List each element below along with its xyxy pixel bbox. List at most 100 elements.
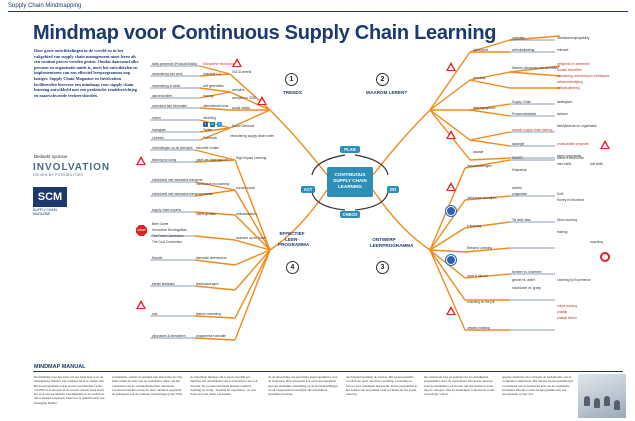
ontwerp-item: e-learning bbox=[467, 224, 481, 228]
manual-text: De mindmap voor het leren wil ons laten … bbox=[34, 375, 574, 417]
ontwerp-item: SMART bbox=[512, 156, 523, 160]
waarom-item: waarde bbox=[473, 150, 483, 154]
warning-sign-icon bbox=[257, 96, 267, 105]
waarom-item: zelfontwikkeling bbox=[512, 48, 534, 52]
effectief-item: verbindingen op de werkplek bbox=[152, 146, 193, 150]
ontwerp-item: coaching bbox=[590, 240, 603, 244]
trend-item: Social Dilemma bbox=[232, 124, 254, 128]
effectief-item: Involvation Burningelbas bbox=[152, 228, 187, 232]
ontwerp-item: Tai sette fase bbox=[512, 218, 531, 222]
effectief-item: eerste feedback bbox=[152, 282, 175, 286]
waarom-item: bedrijfskeuze en organisatie bbox=[557, 124, 597, 128]
act-node[interactable]: ACT bbox=[301, 186, 315, 193]
effectief-item: pijnpunten & leerdoelen bbox=[152, 334, 186, 338]
waarom-item: Personeelsintake bbox=[512, 112, 536, 116]
effectief-item: High Impact Learning bbox=[236, 156, 266, 160]
effectief-item: individueel met intrinsieke leerprogramm… bbox=[152, 192, 213, 196]
direction-sign-icon bbox=[446, 255, 456, 265]
manual-divider bbox=[33, 371, 623, 372]
ontwerp-item: individuele leerstijlen bbox=[467, 196, 496, 200]
warning-sign-icon bbox=[136, 300, 146, 309]
waarom-item: zelfactualisering bbox=[557, 86, 580, 90]
trend-item: VUCA-wereld bbox=[232, 70, 251, 74]
twitter-icon: t bbox=[217, 122, 222, 127]
ontwerp-item: Blended Learning bbox=[467, 246, 492, 250]
waarom-item: strategisch bbox=[557, 100, 572, 104]
effectief-item: programma evaluatie bbox=[196, 334, 226, 338]
ontwerp-item: Honey en Mumford bbox=[557, 198, 584, 202]
waarom-item: sociale behoeften bbox=[557, 68, 582, 72]
section-1-number: 1 bbox=[285, 73, 298, 86]
waarom-item: inzetbaar/employability bbox=[557, 36, 589, 40]
ontwerp-item: Micro learning bbox=[557, 218, 577, 222]
person-silhouette bbox=[604, 396, 610, 406]
effectief-item: feedbackvragen bbox=[196, 282, 219, 286]
trend-item: Facebook bbox=[203, 136, 217, 140]
trend-item: zelf generaties bbox=[203, 84, 224, 88]
section-4-number: 4 bbox=[286, 261, 299, 274]
person-silhouette bbox=[584, 396, 590, 406]
effectief-item: learning by doing bbox=[152, 158, 176, 162]
trend-item: reizen bbox=[152, 116, 161, 120]
waarom-item: Supply Chain bbox=[512, 100, 531, 104]
effectief-item: learner marketing bbox=[196, 312, 221, 316]
section-2-title[interactable]: WAAROM LEREN? bbox=[366, 90, 407, 96]
classroom-photo bbox=[578, 374, 626, 418]
manual-column: het onderzoek-fase en gebruik van de ont… bbox=[424, 375, 496, 417]
trend-item: Linkedin bbox=[152, 136, 164, 140]
ontwerp-item: hard skills bbox=[557, 162, 571, 166]
effectief-item: Beer Game bbox=[152, 222, 168, 226]
warning-sign-icon bbox=[446, 130, 456, 139]
trend-item: skills gewenste (ProductDividia) bbox=[152, 62, 197, 66]
waarom-item: werkklap bbox=[473, 76, 486, 80]
effectief-item: opties gedaan bbox=[196, 212, 216, 216]
ontwerp-item: activist bbox=[512, 186, 522, 190]
manual-column: de vrijwillige bijdrage om te leren vers… bbox=[190, 375, 262, 417]
section-3-title[interactable]: ONTWERP LEERPROGRAMMA bbox=[370, 237, 398, 248]
effectief-item: behoefte creatie bbox=[196, 146, 219, 150]
waarom-item: tactisch bbox=[557, 112, 568, 116]
ontwerp-item: online training bbox=[557, 304, 577, 308]
effectief-item: supply chain experts bbox=[152, 208, 181, 212]
trend-item: werkplek in 2030 bbox=[232, 96, 256, 100]
person-silhouette bbox=[594, 398, 600, 408]
waarom-item: zelfverwerkelijking bbox=[557, 80, 583, 84]
waarom-item: Maslow-hierarchie van behoeften bbox=[512, 66, 559, 70]
trend-item: Industrie 4.0 bbox=[203, 72, 221, 76]
person-silhouette bbox=[614, 400, 620, 410]
effectief-item: ambassadeurs bbox=[236, 212, 257, 216]
ontwerp-item: vorm & inhoud bbox=[467, 274, 488, 278]
warning-sign-icon bbox=[232, 58, 242, 67]
check-node[interactable]: CHECK bbox=[340, 211, 360, 218]
ontwerp-item: praktijk bbox=[557, 310, 567, 314]
effectief-item: scanned op de bouw bbox=[236, 236, 265, 240]
ontwerp-item: pragmatist bbox=[512, 192, 527, 196]
trend-item: Twitter bbox=[203, 128, 212, 132]
ontwerp-item: Learning by Experience bbox=[557, 278, 591, 282]
trend-item: overvloed aan informatie bbox=[152, 104, 187, 108]
ontwerp-item: ontwerp training bbox=[467, 326, 490, 330]
section-3-number: 3 bbox=[376, 261, 389, 274]
ontwerp-item: praktijk beleid bbox=[557, 316, 577, 320]
trend-item: Instagram bbox=[152, 128, 166, 132]
section-1-title[interactable]: TRENDS bbox=[283, 90, 302, 96]
do-node[interactable]: DO bbox=[387, 186, 399, 193]
manual-column: dat 'blended learning' de trend is. Het … bbox=[346, 375, 418, 417]
waarom-item: waarde supply chain training bbox=[512, 128, 552, 132]
ontwerp-item: Bloom's taxonomie bbox=[557, 156, 584, 160]
section-4-title[interactable]: EFFECTIEF LEER-PROGRAMMA bbox=[278, 231, 306, 248]
ontwerp-item: coaching on the job bbox=[467, 300, 495, 304]
trend-item: social media bbox=[232, 106, 250, 110]
trend-item: werkplek bbox=[232, 88, 245, 92]
waarom-item: veiligheid en zekerheid bbox=[557, 62, 589, 66]
center-node[interactable]: CONTINUOUS SUPPLY CHAIN LEARNING bbox=[327, 167, 373, 197]
facebook-icon: f bbox=[203, 122, 208, 127]
warning-sign-icon bbox=[446, 306, 456, 315]
restriction-sign-icon bbox=[600, 252, 610, 262]
warning-sign-icon bbox=[136, 156, 146, 165]
waarom-item: individueel bbox=[473, 48, 488, 52]
warning-sign-icon bbox=[600, 140, 610, 149]
plan-node[interactable]: PLAN bbox=[340, 146, 360, 153]
effectief-item: rust bbox=[152, 312, 157, 316]
